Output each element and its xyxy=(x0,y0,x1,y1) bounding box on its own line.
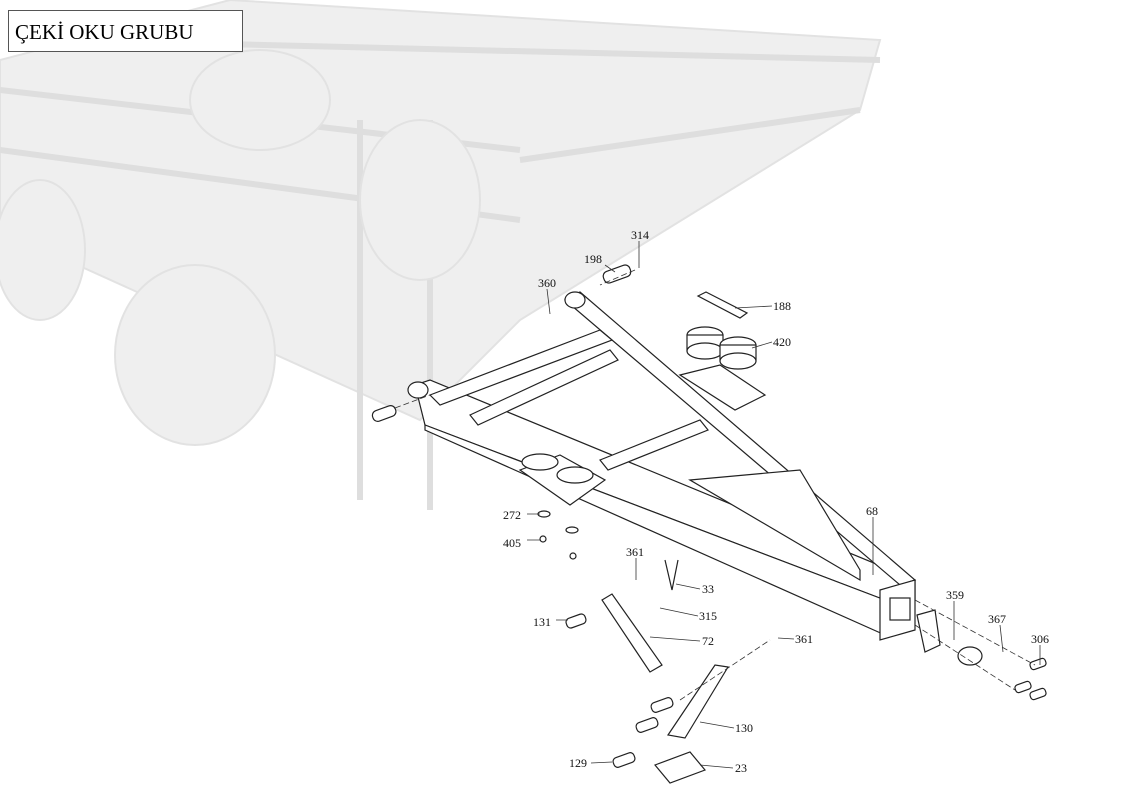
callout-23: 23 xyxy=(735,761,747,775)
parts xyxy=(371,264,1047,784)
callout-306: 306 xyxy=(1031,632,1049,646)
callout-361-b: 361 xyxy=(795,632,813,646)
callout-leaders xyxy=(527,241,1041,769)
callout-367: 367 xyxy=(988,612,1006,626)
diagram-title: ÇEKİ OKU GRUBU xyxy=(8,10,243,52)
callout-33: 33 xyxy=(702,582,714,596)
callout-405: 405 xyxy=(503,536,521,550)
callout-315: 315 xyxy=(699,609,717,623)
callout-272: 272 xyxy=(503,508,521,522)
callout-359: 359 xyxy=(946,588,964,602)
callout-129: 129 xyxy=(569,756,587,770)
callout-68: 68 xyxy=(866,504,878,518)
ghost-trailer-background xyxy=(0,0,882,510)
callout-360: 360 xyxy=(538,276,556,290)
callout-198: 198 xyxy=(584,252,602,266)
callout-72: 72 xyxy=(702,634,714,648)
drawbar-frame xyxy=(407,291,917,641)
callout-188: 188 xyxy=(773,299,791,313)
callout-130: 130 xyxy=(735,721,753,735)
callout-labels: 314 198 360 188 420 68 272 405 361 33 31… xyxy=(503,228,1049,775)
callout-131: 131 xyxy=(533,615,551,629)
callout-361-a: 361 xyxy=(626,545,644,559)
callout-420: 420 xyxy=(773,335,791,349)
callout-314: 314 xyxy=(631,228,649,242)
